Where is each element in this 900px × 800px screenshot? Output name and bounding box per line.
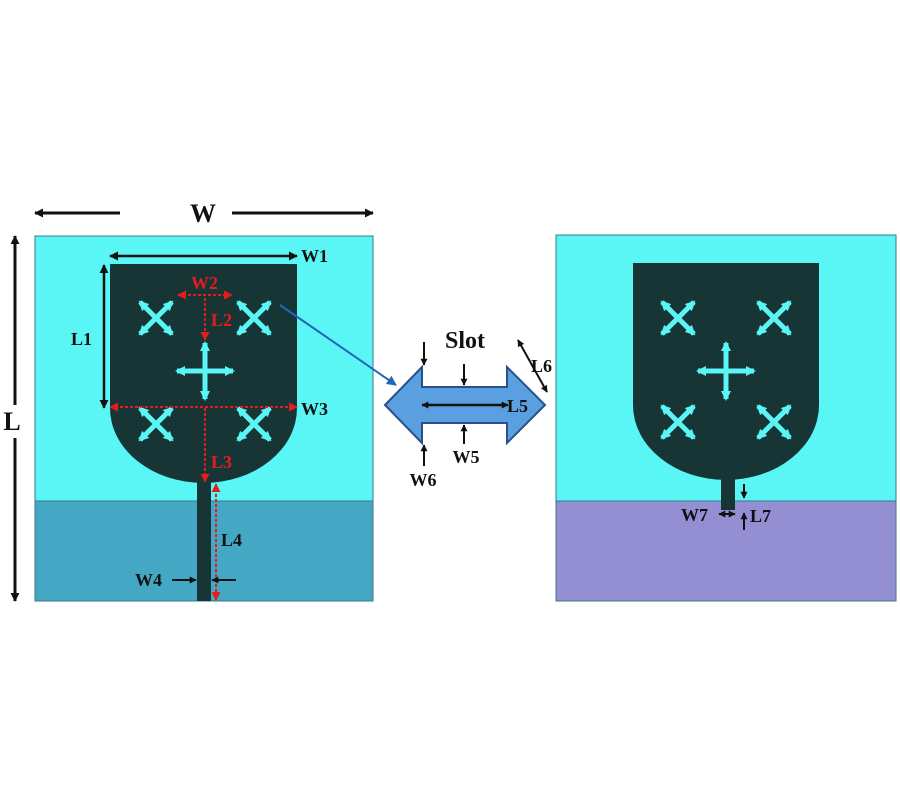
label-l5: L5 [507,396,528,416]
front-feed-line [197,480,211,601]
label-l4: L4 [221,530,242,550]
slot-detail: Slot L5 L6 W5 W6 [383,328,552,490]
label-l6: L6 [531,356,552,376]
dim-line-l6 [517,339,548,393]
back-feed-line [721,478,735,510]
label-w1: W1 [301,246,328,266]
label-l: L [3,407,20,436]
label-w7: W7 [681,505,708,525]
label-w3: W3 [301,399,328,419]
label-w2: W2 [191,273,218,293]
label-w6: W6 [410,470,437,490]
label-w: W [190,199,216,228]
slot-title: Slot [445,328,485,354]
slot-pointer-arrow [279,304,397,386]
back-view: W7 L7 [555,234,897,602]
front-view: W L W1 L1 W2 L2 W3 L3 L4 W4 [3,199,397,602]
label-l1: L1 [71,329,92,349]
label-w4: W4 [135,570,162,590]
label-l3: L3 [211,452,232,472]
back-ground-plane [555,500,897,602]
label-l7: L7 [750,506,771,526]
label-w5: W5 [453,447,480,467]
label-l2: L2 [211,310,232,330]
